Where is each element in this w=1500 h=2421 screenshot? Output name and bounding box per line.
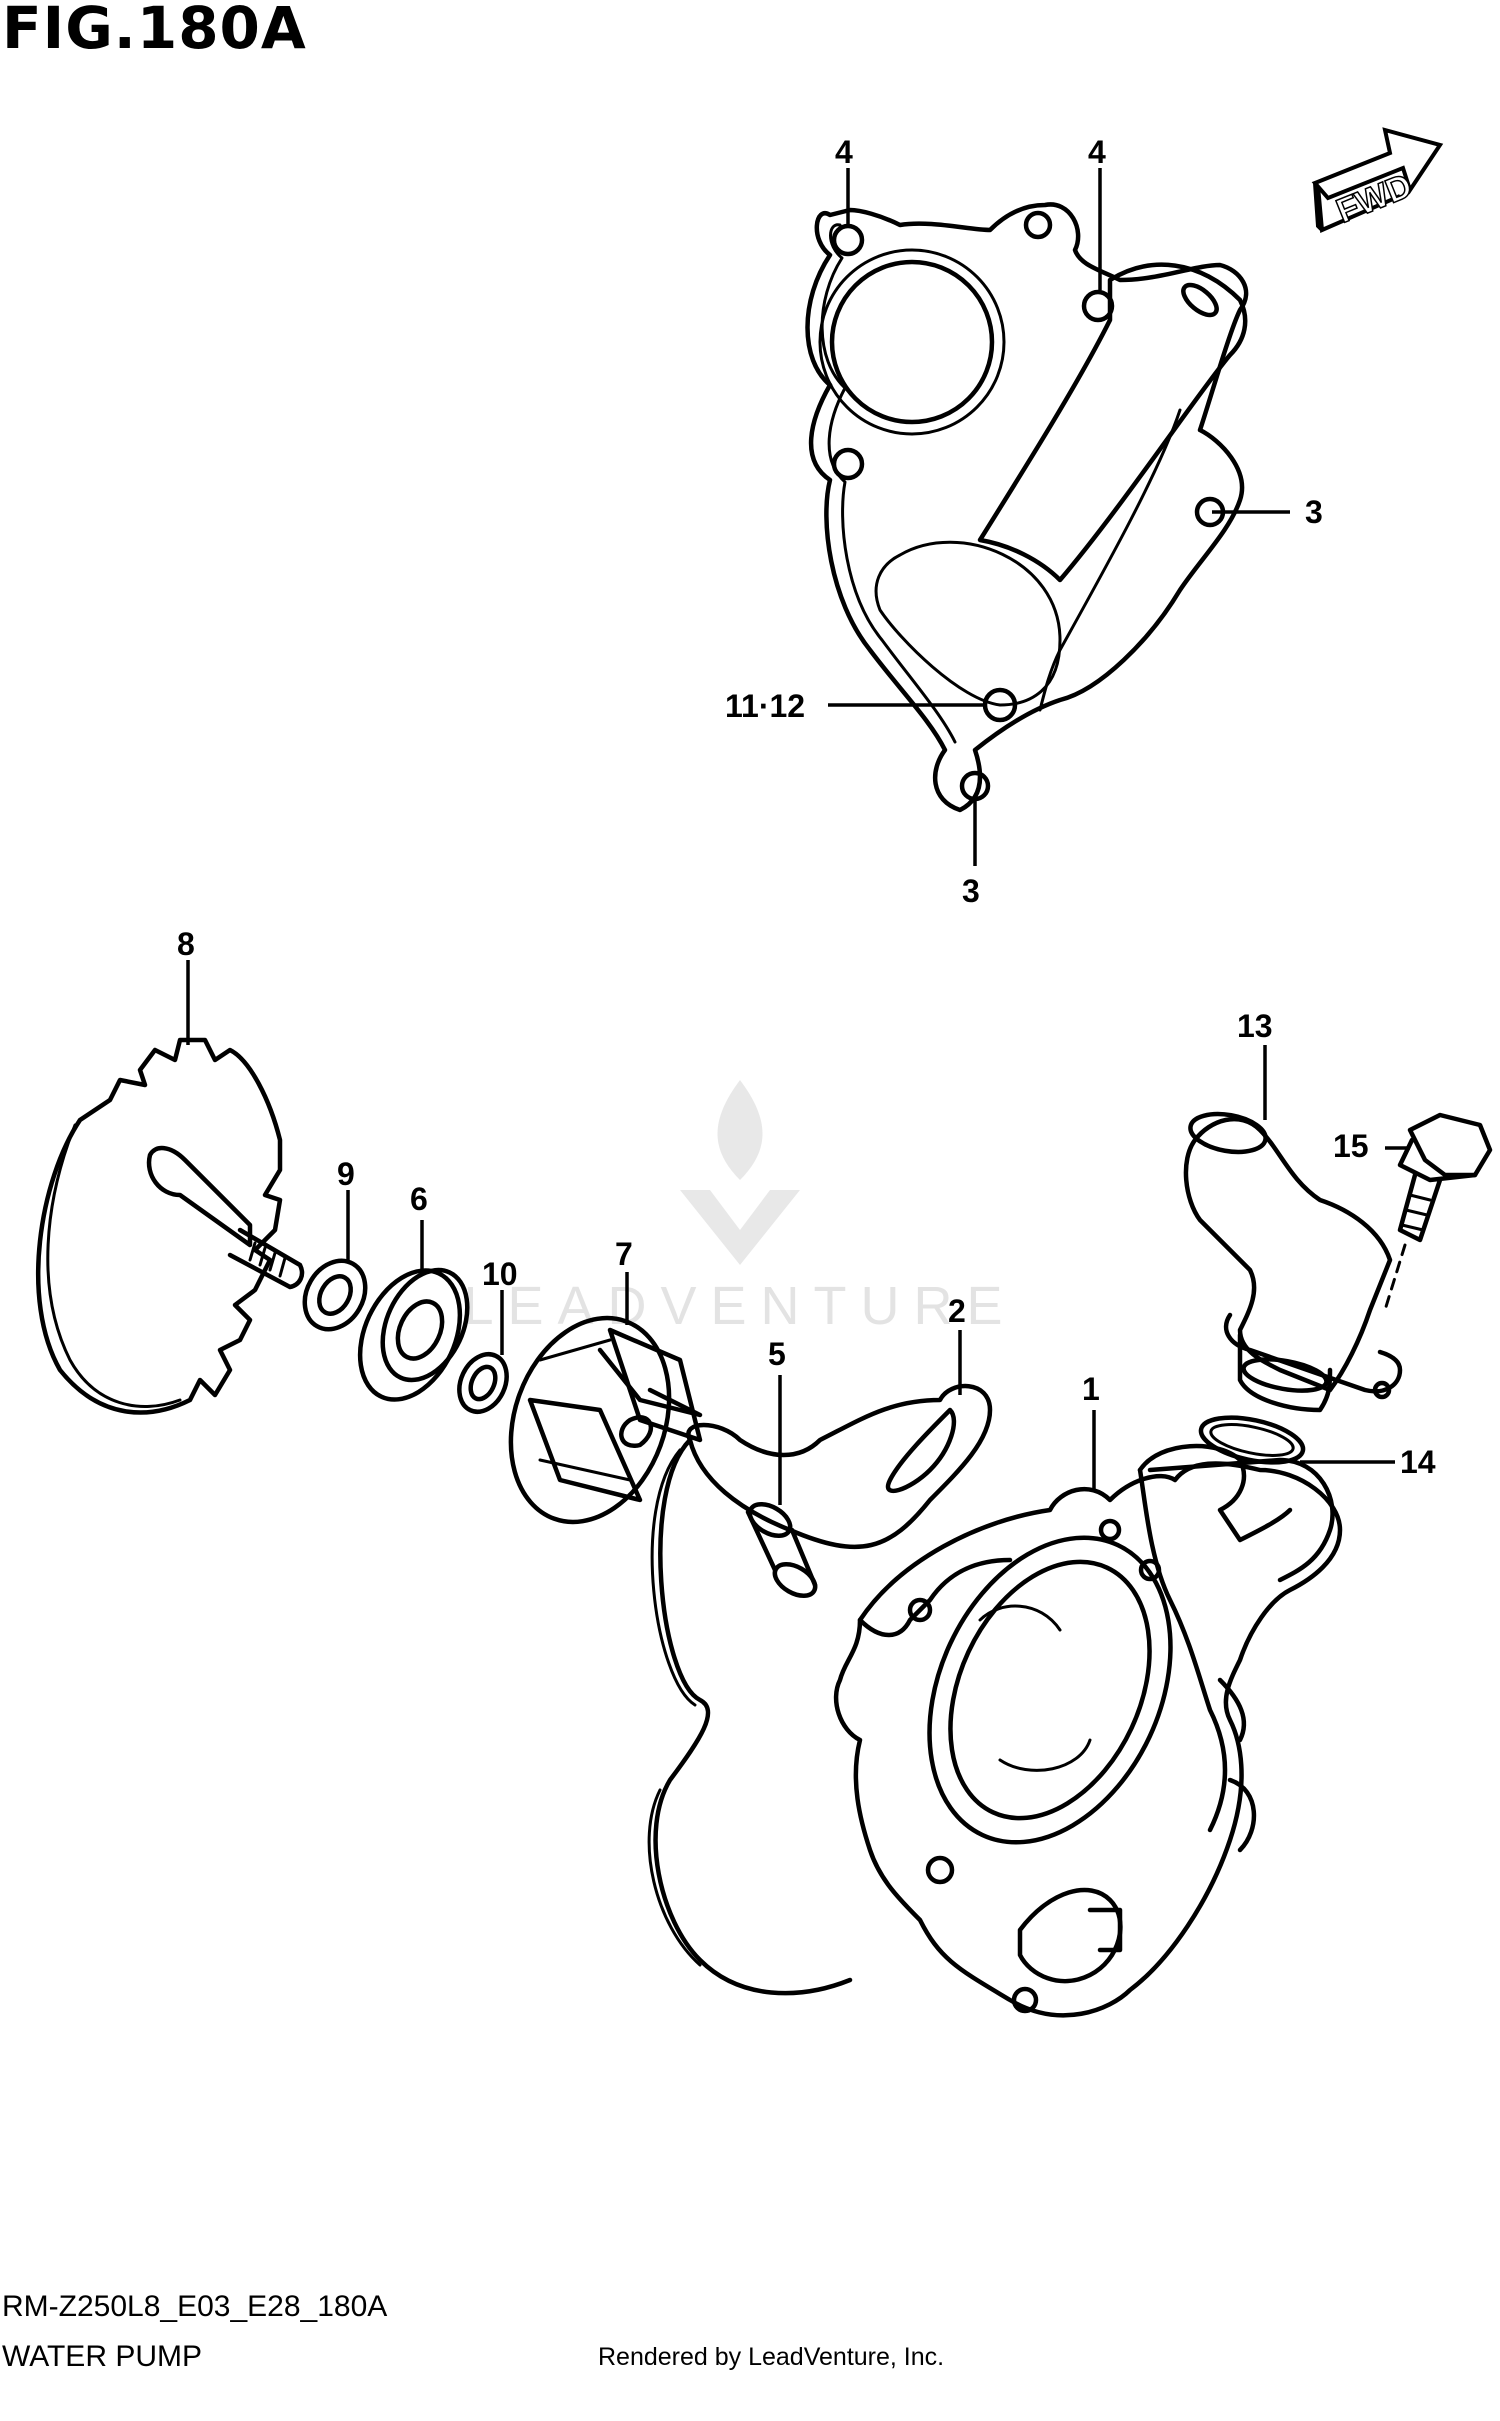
callout-7: 7 [615, 1236, 633, 1272]
diagram-name: WATER PUMP [2, 2340, 202, 2373]
o-ring-14 [1198, 1415, 1306, 1465]
renderer-credit: Rendered by LeadVenture, Inc. [598, 2343, 945, 2371]
callout-6: 6 [410, 1181, 428, 1217]
callout-2: 2 [948, 1293, 966, 1329]
leadventure-logo-icon [680, 1080, 800, 1265]
bolt-15 [1383, 1112, 1493, 1312]
washer-9 [302, 1258, 368, 1332]
callout-9: 9 [337, 1156, 355, 1192]
figure-title: FIG.180A [2, 0, 307, 62]
callout-11-12: 11·12 [725, 688, 805, 724]
leader-lines [186, 168, 1410, 1505]
callout-5: 5 [768, 1336, 786, 1372]
callout-4b: 4 [1088, 134, 1106, 170]
dowel-pin-5 [745, 1502, 818, 1598]
watermark: LEADVENTURE [430, 1070, 1050, 1337]
impeller-7 [508, 1315, 703, 1525]
pump-cover [805, 202, 1249, 813]
callout-3b: 3 [962, 873, 980, 909]
callout-1: 1 [1082, 1371, 1100, 1407]
callout-10: 10 [482, 1256, 518, 1292]
callout-numbers: 4 4 3 11·12 3 8 9 6 10 7 2 5 1 13 15 14 [177, 134, 1436, 1480]
callout-13: 13 [1237, 1008, 1273, 1044]
diagram-code: RM-Z250L8_E03_E28_180A [2, 2290, 388, 2323]
pump-body-1 [833, 1443, 1343, 2018]
oil-seal-6 [357, 1267, 470, 1402]
callout-4a: 4 [835, 134, 853, 170]
callout-14: 14 [1400, 1444, 1436, 1480]
fwd-arrow-icon: FWD [1311, 127, 1444, 233]
callout-8: 8 [177, 926, 195, 962]
washer-10 [457, 1352, 509, 1414]
impeller-shaft-gear [36, 1037, 305, 1415]
callout-15: 15 [1333, 1128, 1369, 1164]
gasket-2 [647, 1383, 993, 1996]
callout-3a: 3 [1305, 494, 1323, 530]
hose-joint-13 [1183, 1111, 1403, 1413]
watermark-text: LEADVENTURE [463, 1276, 1017, 1336]
